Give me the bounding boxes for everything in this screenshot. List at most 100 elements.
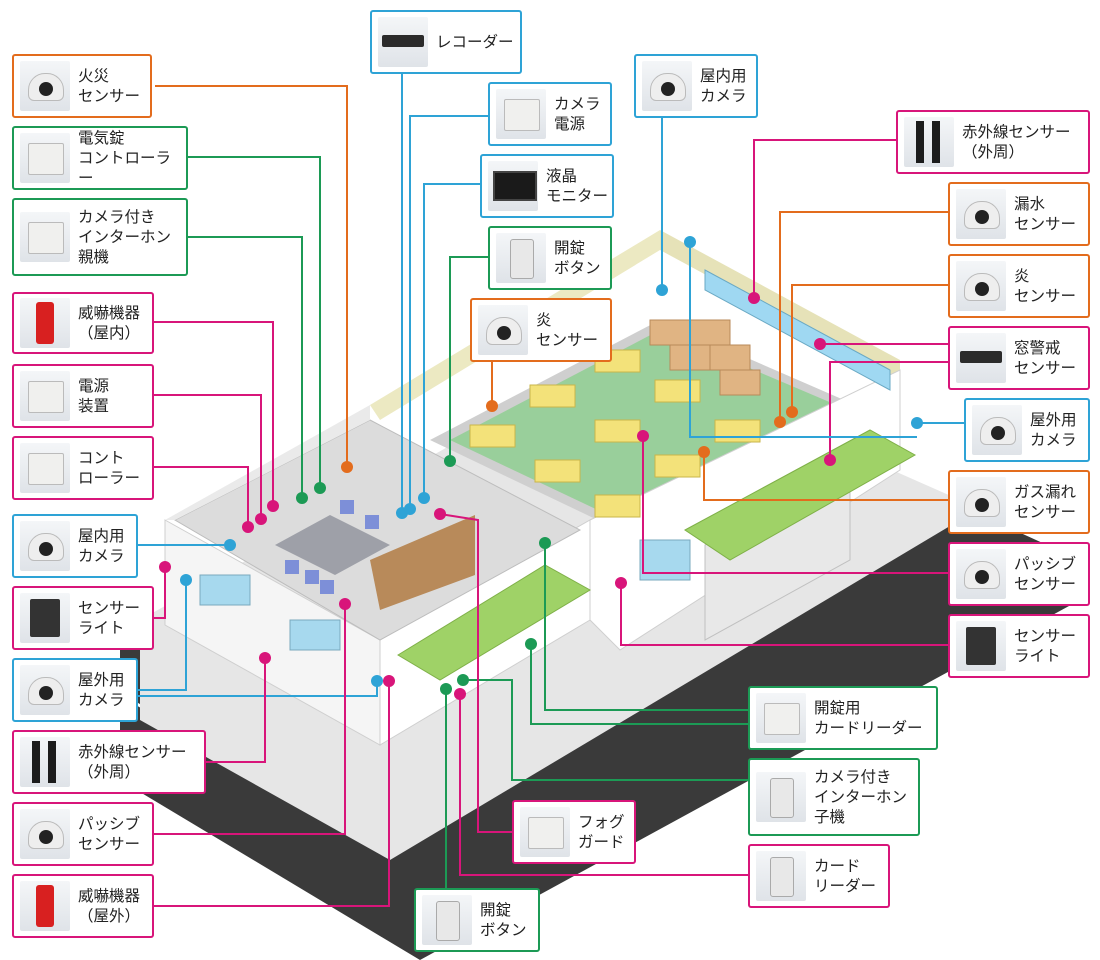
- awning-right: [684, 429, 917, 561]
- callout-label: パッシブ センサー: [1014, 555, 1077, 593]
- callout-label: 屋外用 カメラ: [78, 671, 125, 709]
- callout-label: ガス漏れ センサー: [1014, 483, 1077, 521]
- callout-lcd-monitor: 液晶 モニター: [480, 154, 614, 218]
- location-marker: [404, 503, 416, 515]
- location-marker: [486, 400, 498, 412]
- callout-label: 炎 センサー: [536, 311, 599, 349]
- callout-label: パッシブ センサー: [78, 815, 141, 853]
- connector-line: [154, 466, 249, 527]
- intercom-door-icon: [756, 772, 806, 822]
- intercom-master-icon: [20, 212, 70, 262]
- callout-ir-sensor-right: 赤外線センサー （外周）: [896, 110, 1090, 174]
- connector-line: [791, 284, 948, 412]
- card-reader-icon: [756, 693, 806, 743]
- outdoor-camera-icon: [972, 405, 1022, 455]
- callout-recorder: レコーダー: [370, 10, 522, 74]
- callout-label: カメラ 電源: [554, 95, 601, 133]
- connector-line: [620, 583, 948, 646]
- location-marker: [454, 688, 466, 700]
- location-marker: [656, 284, 668, 296]
- callout-label: カメラ付き インターホン 子機: [814, 768, 908, 826]
- location-marker: [525, 638, 537, 650]
- connector-line: [703, 452, 948, 501]
- fog-guard-icon: [520, 807, 570, 857]
- callout-label: センサー ライト: [78, 599, 141, 637]
- callout-deterrent-indoor: 威嚇機器 （屋内）: [12, 292, 154, 354]
- callout-passive-sensor-left: パッシブ センサー: [12, 802, 154, 866]
- callout-deterrent-outdoor: 威嚇機器 （屋外）: [12, 874, 154, 938]
- flame-sensor-icon: [478, 305, 528, 355]
- callout-indoor-camera-top: 屋内用 カメラ: [634, 54, 758, 118]
- location-marker: [786, 406, 798, 418]
- callout-label: 赤外線センサー （外周）: [962, 123, 1071, 161]
- planter-wall: [370, 515, 475, 610]
- callout-passive-sensor-right: パッシブ センサー: [948, 542, 1090, 606]
- unlock-button-icon: [496, 233, 546, 283]
- callout-intercom-slave: カメラ付き インターホン 子機: [748, 758, 920, 836]
- flame-sensor-icon: [956, 261, 1006, 311]
- location-marker: [774, 416, 786, 428]
- location-marker: [637, 430, 649, 442]
- callout-label: 開錠 ボタン: [480, 901, 527, 939]
- callout-fire-sensor: 火災 センサー: [12, 54, 152, 118]
- connector-line: [459, 694, 748, 876]
- location-marker: [267, 500, 279, 512]
- callout-label: 屋内用 カメラ: [78, 527, 125, 565]
- location-marker: [224, 539, 236, 551]
- callout-gas-leak-sensor: ガス漏れ センサー: [948, 470, 1090, 534]
- location-marker: [911, 417, 923, 429]
- location-marker: [159, 561, 171, 573]
- callout-camera-power: カメラ 電源: [488, 82, 612, 146]
- location-marker: [180, 574, 192, 586]
- connector-line: [188, 236, 303, 498]
- window: [289, 619, 341, 651]
- callout-label: 開錠用 カードリーダー: [814, 699, 923, 737]
- callout-label: フォグ ガード: [578, 813, 625, 851]
- callout-label: レコーダー: [436, 33, 514, 51]
- sensor-light-icon: [20, 593, 70, 643]
- callout-label: 炎 センサー: [1014, 267, 1077, 305]
- office-back-wall: [165, 405, 370, 520]
- connector-line: [530, 644, 748, 725]
- callout-indoor-camera-left: 屋内用 カメラ: [12, 514, 138, 578]
- office-desk: [275, 515, 390, 575]
- dome-camera-icon: [20, 521, 70, 571]
- location-marker: [457, 674, 469, 686]
- connector-line: [829, 361, 948, 460]
- connector-line: [779, 211, 948, 422]
- location-marker: [296, 492, 308, 504]
- gas-leak-sensor-icon: [956, 477, 1006, 527]
- window: [199, 574, 251, 606]
- ir-beam-sensor-icon: [904, 117, 954, 167]
- controller-icon: [20, 443, 70, 493]
- location-marker: [259, 652, 271, 664]
- location-marker: [814, 338, 826, 350]
- crate-stack: [649, 319, 761, 396]
- callout-label: 威嚇機器 （屋内）: [78, 304, 141, 342]
- power-unit-icon: [20, 371, 70, 421]
- location-marker: [434, 508, 446, 520]
- location-marker: [748, 292, 760, 304]
- callout-label: 赤外線センサー （外周）: [78, 743, 187, 781]
- callout-label: 屋内用 カメラ: [700, 67, 747, 105]
- outdoor-camera-icon: [20, 665, 70, 715]
- location-marker: [824, 454, 836, 466]
- callout-label: センサー ライト: [1014, 627, 1077, 665]
- awning-left: [397, 564, 591, 681]
- sensor-light-icon: [956, 621, 1006, 671]
- callout-label: 火災 センサー: [78, 67, 141, 105]
- siren-outdoor-icon: [20, 881, 70, 931]
- water-leak-sensor-icon: [956, 189, 1006, 239]
- office-chairs: [285, 500, 379, 594]
- callout-ir-sensor-left: 赤外線センサー （外周）: [12, 730, 206, 794]
- callout-window-sensor: 窓警戒 センサー: [948, 326, 1090, 390]
- callout-flame-sensor-center: 炎 センサー: [470, 298, 612, 362]
- connector-line: [154, 321, 274, 506]
- callout-label: カード リーダー: [814, 857, 877, 895]
- lock-controller-icon: [20, 133, 70, 183]
- location-marker: [383, 675, 395, 687]
- ir-beam-sensor-icon: [20, 737, 70, 787]
- callout-label: 威嚇機器 （屋外）: [78, 887, 141, 925]
- window-sensor-icon: [956, 333, 1006, 383]
- recorder-icon: [378, 17, 428, 67]
